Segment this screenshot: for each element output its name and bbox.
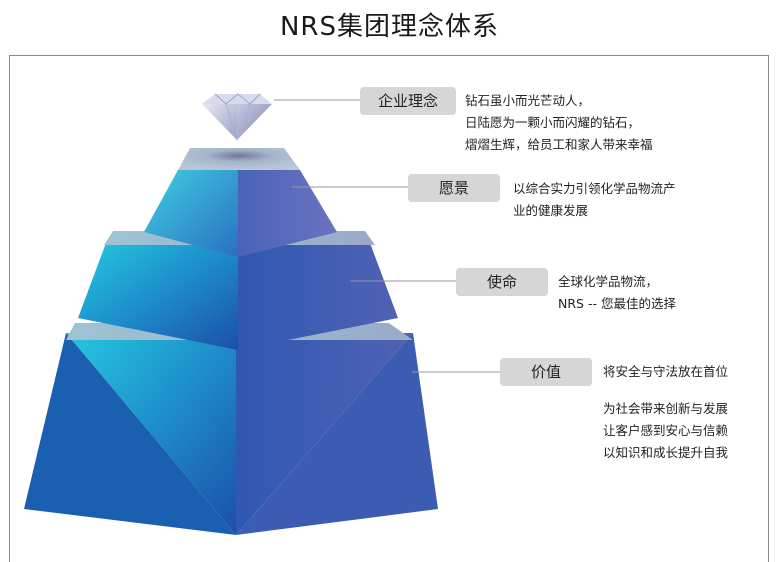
tier-desc-vision: 以综合实力引领化学品物流产 业的健康发展	[513, 178, 676, 222]
desc-line: 业的健康发展	[513, 203, 589, 218]
pyramid-tier-middle	[78, 231, 398, 350]
desc-line: 将安全与守法放在首位	[603, 364, 729, 379]
desc-line: 以知识和成长提升自我	[603, 445, 729, 460]
tier-label-mission: 使命	[456, 268, 548, 296]
diamond-icon	[202, 93, 272, 142]
desc-line: 日陆愿为一颗小而闪耀的钻石，	[465, 115, 641, 130]
tier-desc-mission: 全球化学品物流， NRS -- 您最佳的选择	[558, 271, 676, 315]
desc-line: 为社会带来创新与发展	[603, 401, 729, 416]
connector-lines	[274, 99, 500, 373]
tier-label-vision: 愿景	[408, 174, 500, 202]
tier-label-values: 价值	[500, 358, 592, 386]
diagram-frame	[9, 55, 769, 562]
desc-line: 熠熠生辉，给员工和家人带来幸福	[465, 137, 653, 152]
desc-line: 让客户感到安心与信赖	[603, 423, 729, 438]
pyramid-tier-bottom	[24, 323, 438, 535]
desc-line: 以综合实力引领化学品物流产	[513, 181, 676, 196]
tier-desc-philosophy: 钻石虽小而光芒动人， 日陆愿为一颗小而闪耀的钻石， 熠熠生辉，给员工和家人带来幸…	[465, 90, 653, 156]
desc-line: 钻石虽小而光芒动人，	[465, 93, 591, 108]
tier-desc-values: 将安全与守法放在首位	[603, 361, 728, 383]
pyramid-tier-upper	[144, 170, 337, 257]
pyramid-top-face	[178, 148, 300, 170]
tier-desc-values-extra: 为社会带来创新与发展 让客户感到安心与信赖 以知识和成长提升自我	[603, 398, 728, 464]
tier-label-philosophy: 企业理念	[360, 87, 456, 115]
desc-line: 全球化学品物流，	[558, 274, 659, 289]
page-title: NRS集团理念体系	[279, 12, 500, 42]
desc-line: NRS -- 您最佳的选择	[558, 296, 676, 311]
